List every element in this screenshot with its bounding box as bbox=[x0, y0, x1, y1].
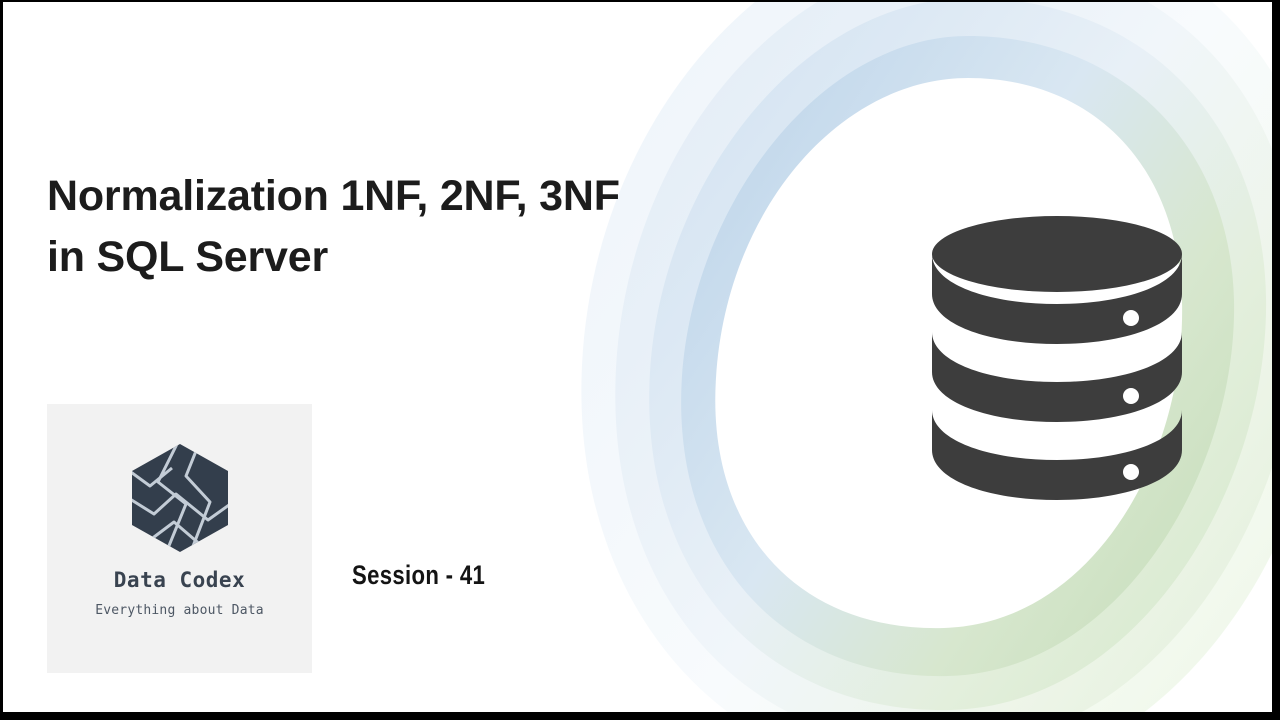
hexagon-network-icon bbox=[131, 444, 228, 552]
frame-edge-bottom bbox=[0, 712, 1280, 720]
title-line-1: Normalization 1NF, 2NF, 3NF bbox=[47, 172, 620, 220]
channel-logo-card: Data Codex Everything about Data bbox=[47, 404, 312, 673]
logo-brand-name: Data Codex bbox=[113, 568, 246, 592]
title-line-2: in SQL Server bbox=[47, 233, 329, 282]
frame-edge-right bbox=[1272, 0, 1280, 720]
slide-content-column: Normalization 1NF, 2NF, 3NF in SQL Serve… bbox=[47, 172, 620, 673]
frame-edge-left bbox=[0, 0, 3, 720]
session-label: Session - 41 bbox=[352, 560, 486, 590]
frame-edge-top bbox=[0, 0, 1280, 2]
logo-tagline: Everything about Data bbox=[95, 603, 264, 618]
database-cylinder-icon bbox=[932, 216, 1182, 500]
page-title: Normalization 1NF, 2NF, 3NF in SQL Serve… bbox=[47, 166, 707, 288]
